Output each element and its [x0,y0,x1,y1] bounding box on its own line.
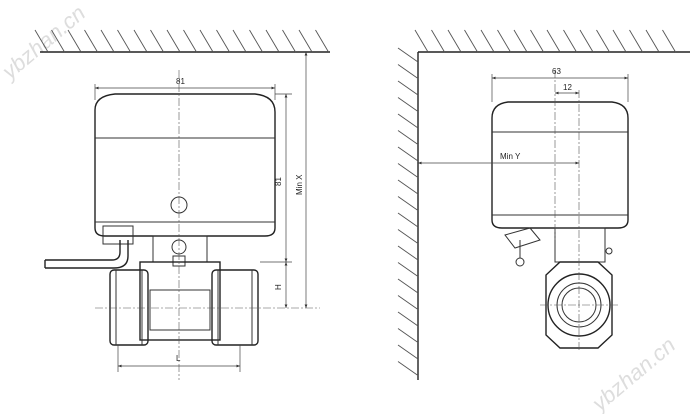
hatch-line [431,29,445,53]
hatch-line [100,29,115,53]
front-view-valve [491,70,629,350]
watermark-top-left: ybzhan.cn [0,0,90,85]
hatch-line [397,113,419,129]
hatch-line [397,212,419,228]
left-ceiling-hatching [34,29,330,53]
height-dim-label: 81 [274,177,283,186]
hatch-line [397,328,419,343]
hatch-line [513,29,528,53]
hatch-line [67,29,82,53]
hatch-line [397,130,419,145]
hatch-line [397,64,419,79]
hatch-line [480,29,495,53]
hatch-line [183,29,197,53]
hatch-line [397,361,419,376]
offset-dim-label: 12 [563,83,572,92]
hatch-line [397,295,419,310]
h-dim-label: H [274,284,283,290]
hatch-line [612,29,627,53]
hatch-line [265,29,280,53]
hatch-line [397,311,419,327]
hatch-line [298,29,313,53]
hatch-line [662,29,676,53]
width-dim-label: 81 [176,77,185,86]
hatch-line [563,29,577,53]
hatch-line [315,29,329,53]
side-view-valve [44,70,320,380]
hatch-line [117,29,131,53]
hatch-line [414,29,429,53]
hatch-line [34,29,49,53]
hatch-line [530,29,544,53]
min-y-label: Min Y [500,152,521,161]
hatch-line [497,29,511,53]
hatch-line [447,29,462,53]
hatch-line [397,245,419,261]
hatch-line [397,163,419,178]
hatch-line [397,146,419,162]
hatch-line [232,29,247,53]
hatch-line [397,196,419,211]
hatch-line [397,344,419,360]
hatch-line [216,29,230,53]
hatch-line [596,29,610,53]
hatch-line [133,29,148,53]
front-view-dimensions: 63 12 Min Y [418,67,629,165]
hatch-line [629,29,643,53]
hatch-line [397,179,419,195]
front-width-dim-label: 63 [552,67,561,76]
hatch-line [282,29,296,53]
l-dim-label: L [176,354,181,363]
side-view-dimensions: 81 81 H Min X L [94,52,308,372]
hatch-line [166,29,181,53]
hatch-line [397,278,419,294]
hatch-line [249,29,263,53]
hatch-line [645,29,660,53]
hatch-line [51,29,65,53]
hatch-line [84,29,98,53]
hatch-line [397,262,419,277]
min-x-label: Min X [295,174,304,195]
hatch-line [397,97,419,112]
hatch-line [464,29,478,53]
hatch-line [579,29,594,53]
hatch-line [397,229,419,244]
hatch-line [546,29,561,53]
hatch-line [199,29,214,53]
hatch-line [397,80,419,96]
hatch-line [397,47,419,63]
watermark-bottom-right: ybzhan.cn [586,332,680,414]
right-wall-ceiling-hatching [397,29,690,380]
hatch-line [150,29,164,53]
